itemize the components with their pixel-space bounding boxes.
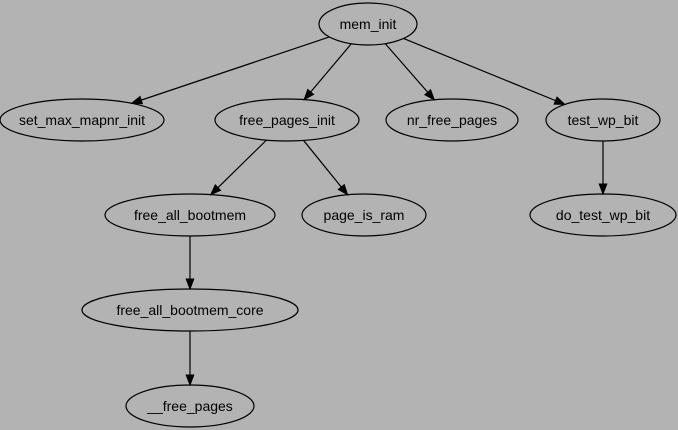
edge-arrowhead [209,184,222,196]
node-set-max-mapnr-init: set_max_mapnr_init [0,98,165,142]
node-label: free_all_bootmem [134,207,246,223]
node-free-pages-init: free_pages_init [214,98,360,142]
edge-arrowhead [598,183,608,196]
node-label: __free_pages [146,398,233,414]
node-ellipse [545,98,661,142]
edge-test_wp_bit-to-do_test_wp_bit [598,141,608,196]
node-ellipse [125,384,255,428]
node-ellipse [301,193,427,237]
edge-arrowhead [553,96,567,105]
node-label: free_all_bootmem_core [116,302,263,318]
edge-arrowhead [423,88,436,101]
node-ellipse [318,2,418,46]
node-label: mem_init [340,16,397,32]
node-ellipse [529,193,677,237]
edge-free_pages_init-to-page_is_ram [303,140,349,196]
edge-free_pages_init-to-free_all_bootmem [209,139,267,196]
node-mem-init: mem_init [318,2,418,46]
edge-line [141,36,330,101]
node-label: test_wp_bit [568,112,639,128]
node-free-all-bootmem: free_all_bootmem [104,193,276,237]
node-do-test-wp-bit: do_test_wp_bit [529,193,677,237]
edge-mem_init-to-set_max_mapnr_init [130,36,330,105]
edge-mem_init-to-nr_free_pages [384,43,436,101]
node-label: nr_free_pages [407,112,497,128]
edge-line [303,140,342,188]
edge-mem_init-to-test_wp_bit [403,37,567,105]
node-nr-free-pages: nr_free_pages [385,98,519,142]
node-ellipse [81,288,299,332]
node-ellipse [385,98,519,142]
edge-line [403,37,556,102]
edges-layer [130,36,608,387]
node-label: free_pages_init [239,112,335,128]
edge-line [310,43,352,93]
node-page-is-ram: page_is_ram [301,193,427,237]
edge-free_all_bootmem_core-to-__free_pages [185,331,195,387]
edge-line [217,139,267,189]
edge-arrowhead [185,374,195,387]
node-test-wp-bit: test_wp_bit [545,98,661,142]
edge-arrowhead [130,95,144,105]
node-label: do_test_wp_bit [556,207,650,223]
node-ellipse [0,98,165,142]
edge-mem_init-to-free_pages_init [303,43,352,101]
node-free-all-bootmem-core: free_all_bootmem_core [81,288,299,332]
edge-arrowhead [337,183,349,196]
edge-line [384,43,429,93]
edge-arrowhead [185,278,195,291]
node-label: set_max_mapnr_init [19,112,145,128]
edge-arrowhead [303,88,315,101]
node-ellipse [104,193,276,237]
edge-free_all_bootmem-to-free_all_bootmem_core [185,236,195,291]
node-free-pages: __free_pages [125,384,255,428]
node-label: page_is_ram [324,207,405,223]
node-ellipse [214,98,360,142]
